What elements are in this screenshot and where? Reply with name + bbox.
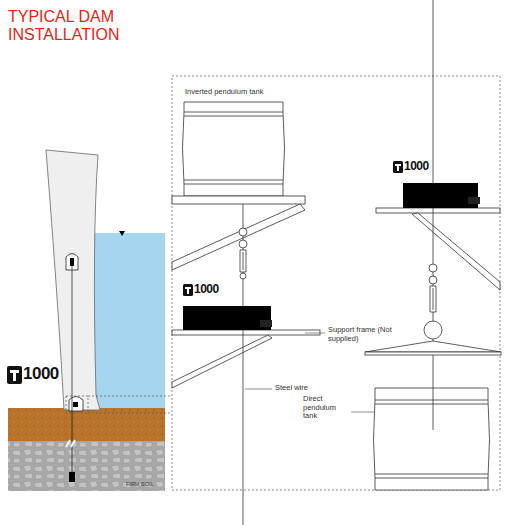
part-label: Support frame (Not supplied) [328, 326, 408, 343]
anchor-weight [69, 472, 75, 482]
turnbuckle [239, 228, 247, 279]
layer-label: FIRM SOIL [126, 481, 154, 487]
direct-wire [433, 0, 434, 345]
support-frame [172, 196, 500, 388]
firm-soil-layer [8, 441, 165, 491]
logo-text: 1000 [194, 283, 219, 297]
logo-text: 1000 [23, 364, 59, 384]
turnbuckle [424, 264, 442, 339]
steel-wire [243, 204, 244, 525]
diagram-title: TYPICAL DAM INSTALLATION [8, 8, 138, 43]
direct-pendulum-tank [374, 388, 490, 490]
telependulum-device [183, 306, 271, 330]
lower-gallery [69, 397, 83, 412]
water-level-marker [119, 231, 125, 236]
detail-frame [172, 76, 500, 490]
telependulum-device [403, 183, 478, 208]
drip-cover [365, 341, 501, 352]
reservoir-water [92, 233, 165, 409]
logo-mark [7, 161, 403, 384]
part-label: Inverted pendulum tank [185, 88, 263, 97]
inverted-pendulum-tank [183, 102, 285, 196]
part-label: Direct pendulum tank [303, 395, 349, 421]
detail-marker [66, 396, 88, 413]
part-label: Steel wire [275, 384, 308, 393]
pendulum-wire [72, 266, 73, 480]
logo-text: 1000 [404, 160, 429, 174]
